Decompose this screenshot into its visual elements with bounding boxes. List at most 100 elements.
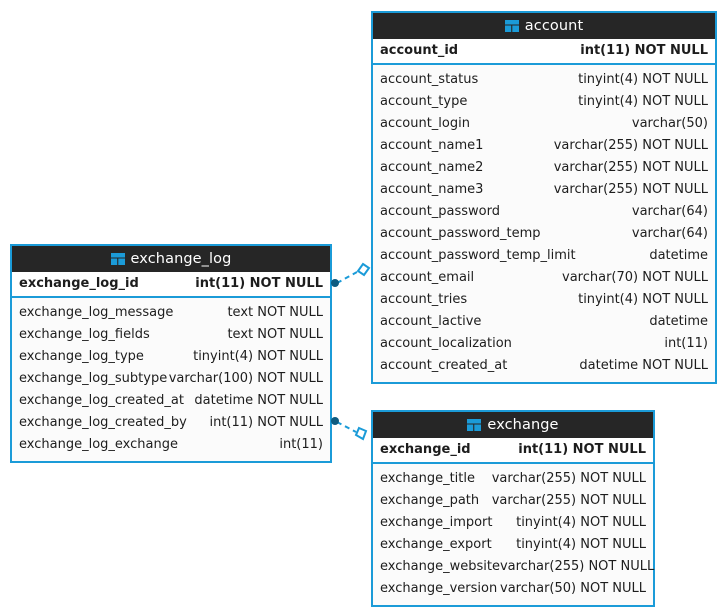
- column-type: datetime: [649, 248, 708, 263]
- column-name: account_name2: [380, 160, 484, 175]
- column-name: exchange_log_fields: [19, 327, 150, 342]
- column-name: account_password: [380, 204, 501, 219]
- column-name: exchange_website: [380, 559, 500, 574]
- column-type: text NOT NULL: [227, 305, 323, 320]
- column-name: exchange_log_id: [19, 276, 139, 291]
- table-row[interactable]: account_type tinyint(4) NOT NULL: [373, 91, 715, 113]
- table-row[interactable]: exchange_title varchar(255) NOT NULL: [373, 468, 653, 490]
- table-exchange[interactable]: exchange exchange_id int(11) NOT NULL ex…: [371, 410, 655, 607]
- table-row[interactable]: exchange_log_message text NOT NULL: [12, 302, 330, 324]
- column-name: exchange_log_exchange: [19, 437, 178, 452]
- table-row[interactable]: account_name3 varchar(255) NOT NULL: [373, 179, 715, 201]
- column-name: exchange_log_subtype: [19, 371, 168, 386]
- spacer: [373, 600, 653, 605]
- table-account-name: account: [524, 18, 584, 34]
- column-name: exchange_version: [380, 581, 498, 596]
- table-icon: [110, 253, 125, 265]
- column-type: int(11) NOT NULL: [195, 276, 323, 291]
- table-row[interactable]: account_lactive datetime: [373, 311, 715, 333]
- table-row[interactable]: exchange_import tinyint(4) NOT NULL: [373, 512, 653, 534]
- table-row[interactable]: exchange_log_created_by int(11) NOT NULL: [12, 412, 330, 434]
- table-row[interactable]: exchange_id int(11) NOT NULL: [373, 438, 653, 464]
- table-row[interactable]: exchange_log_exchange int(11): [12, 434, 330, 456]
- table-row[interactable]: account_id int(11) NOT NULL: [373, 39, 715, 65]
- column-type: varchar(50) NOT NULL: [500, 581, 646, 596]
- relationship-line: [336, 271, 358, 284]
- column-type: varchar(64): [631, 204, 708, 219]
- relationship-diamond-marker: [356, 262, 371, 277]
- table-row[interactable]: account_email varchar(70) NOT NULL: [373, 267, 715, 289]
- relationship-line: [336, 421, 357, 433]
- column-name: exchange_title: [380, 471, 475, 486]
- column-type: datetime: [649, 314, 708, 329]
- table-exchange-name: exchange: [487, 417, 559, 433]
- column-type: varchar(255) NOT NULL: [491, 471, 646, 486]
- column-type: varchar(64): [631, 226, 708, 241]
- column-name: exchange_log_type: [19, 349, 144, 364]
- column-name: account_password_temp_limit: [380, 248, 576, 263]
- table-row[interactable]: exchange_log_type tinyint(4) NOT NULL: [12, 346, 330, 368]
- table-exchange-header[interactable]: exchange: [373, 412, 653, 438]
- column-type: datetime NOT NULL: [194, 393, 323, 408]
- column-type: varchar(255) NOT NULL: [553, 182, 708, 197]
- column-name: exchange_log_created_at: [19, 393, 184, 408]
- column-type: varchar(255) NOT NULL: [553, 138, 708, 153]
- relationship-diamond-marker: [354, 426, 368, 441]
- column-name: exchange_export: [380, 537, 492, 552]
- table-row[interactable]: account_tries tinyint(4) NOT NULL: [373, 289, 715, 311]
- table-row[interactable]: account_created_at datetime NOT NULL: [373, 355, 715, 377]
- column-name: account_name1: [380, 138, 484, 153]
- column-type: int(11): [664, 336, 708, 351]
- relationship-exchange-log-account[interactable]: [331, 262, 371, 287]
- column-type: tinyint(4) NOT NULL: [193, 349, 323, 364]
- table-exchange-log-columns: exchange_log_message text NOT NULL excha…: [12, 298, 330, 461]
- column-name: account_email: [380, 270, 475, 285]
- column-name: exchange_import: [380, 515, 493, 530]
- table-row[interactable]: account_password_temp varchar(64): [373, 223, 715, 245]
- column-name: exchange_log_created_by: [19, 415, 187, 430]
- table-account[interactable]: account account_id int(11) NOT NULL acco…: [371, 11, 717, 384]
- table-icon: [504, 20, 519, 32]
- column-type: tinyint(4) NOT NULL: [578, 72, 708, 87]
- column-type: int(11) NOT NULL: [518, 442, 646, 457]
- table-row[interactable]: exchange_log_fields text NOT NULL: [12, 324, 330, 346]
- table-row[interactable]: exchange_website varchar(255) NOT NULL: [373, 556, 655, 578]
- table-row[interactable]: exchange_log_subtype varchar(100) NOT NU…: [12, 368, 330, 390]
- column-type: varchar(255) NOT NULL: [499, 559, 655, 574]
- column-name: account_localization: [380, 336, 512, 351]
- column-name: account_id: [380, 43, 459, 58]
- table-row[interactable]: account_password varchar(64): [373, 201, 715, 223]
- table-row[interactable]: account_password_temp_limit datetime: [373, 245, 715, 267]
- column-type: tinyint(4) NOT NULL: [516, 537, 646, 552]
- table-row[interactable]: exchange_log_id int(11) NOT NULL: [12, 272, 330, 298]
- table-row[interactable]: account_login varchar(50): [373, 113, 715, 135]
- column-name: exchange_id: [380, 442, 471, 457]
- column-name: account_status: [380, 72, 479, 87]
- column-name: account_tries: [380, 292, 468, 307]
- table-row[interactable]: account_name2 varchar(255) NOT NULL: [373, 157, 715, 179]
- table-exchange-log-header[interactable]: exchange_log: [12, 246, 330, 272]
- column-type: tinyint(4) NOT NULL: [578, 292, 708, 307]
- table-row[interactable]: account_name1 varchar(255) NOT NULL: [373, 135, 715, 157]
- table-row[interactable]: exchange_export tinyint(4) NOT NULL: [373, 534, 653, 556]
- table-row[interactable]: account_status tinyint(4) NOT NULL: [373, 69, 715, 91]
- table-row[interactable]: exchange_log_created_at datetime NOT NUL…: [12, 390, 330, 412]
- table-icon: [467, 419, 482, 431]
- relationship-exchange-log-exchange[interactable]: [331, 417, 368, 441]
- table-account-header[interactable]: account: [373, 13, 715, 39]
- column-type: varchar(100) NOT NULL: [168, 371, 323, 386]
- column-type: int(11) NOT NULL: [580, 43, 708, 58]
- column-name: account_password_temp: [380, 226, 541, 241]
- relationship-dot-marker: [331, 417, 339, 425]
- relationship-dot-marker: [331, 279, 339, 287]
- column-name: account_lactive: [380, 314, 482, 329]
- table-exchange-log[interactable]: exchange_log exchange_log_id int(11) NOT…: [10, 244, 332, 463]
- column-name: account_created_at: [380, 358, 508, 373]
- column-type: tinyint(4) NOT NULL: [516, 515, 646, 530]
- column-type: varchar(50): [631, 116, 708, 131]
- table-row[interactable]: exchange_version varchar(50) NOT NULL: [373, 578, 653, 600]
- table-row[interactable]: exchange_path varchar(255) NOT NULL: [373, 490, 653, 512]
- table-row[interactable]: account_localization int(11): [373, 333, 715, 355]
- column-type: text NOT NULL: [227, 327, 323, 342]
